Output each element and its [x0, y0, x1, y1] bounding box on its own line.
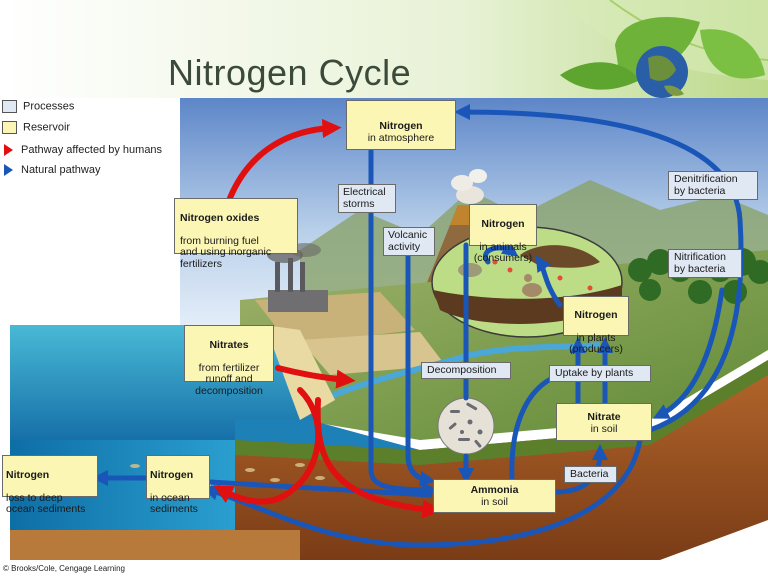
page-title: Nitrogen Cycle [168, 52, 412, 93]
reservoir-deep-ocean-loss: Nitrogen loss to deep ocean sediments [2, 455, 98, 515]
natural-pathways [91, 104, 744, 548]
nitrogen-oxides-sub: from burning fuel and using inorganic fe… [180, 234, 272, 270]
reservoir-nitrates-fertilizer: Nitrates from fertilizer runoff and deco… [184, 325, 274, 396]
process-bacteria: Bacteria [564, 466, 617, 483]
legend-reservoir: Reservoir [2, 121, 70, 134]
reservoir-nitrogen-oxides: Nitrogen oxides from burning fuel and us… [174, 198, 298, 269]
legend-processes-label: Processes [23, 100, 75, 113]
plants-title: Nitrogen [574, 308, 618, 321]
legend-reservoir-label: Reservoir [23, 121, 71, 134]
deep-loss-title: Nitrogen [6, 468, 50, 481]
red-triangle-icon [4, 144, 13, 157]
reservoir-atmosphere: Nitrogen in atmosphere [346, 100, 456, 150]
legend-natural: Natural pathway [2, 164, 101, 177]
leaf-globe-logo [560, 16, 765, 98]
reservoir-nitrate-soil: Nitrate in soil [556, 403, 652, 441]
deep-loss-sub: loss to deep ocean sediments [6, 491, 86, 515]
animals-title: Nitrogen [481, 217, 525, 230]
ocean-floor [10, 530, 300, 560]
legend-human-label: Pathway affected by humans [21, 144, 163, 156]
nitrogen-oxides-title: Nitrogen oxides [180, 211, 260, 224]
blue-triangle-icon [4, 164, 13, 177]
nitrates-fertilizer-title: Nitrates [209, 338, 249, 351]
reservoir-ammonia-soil: Ammonia in soil [433, 479, 556, 513]
process-volcanic-activity: Volcanic activity [383, 227, 435, 256]
bacteria-microscope-view [437, 397, 495, 455]
ocean-sediments-sub: in ocean sediments [150, 491, 198, 515]
legend-human: Pathway affected by humans [2, 144, 163, 157]
process-denitrification: Denitrification by bacteria [668, 171, 758, 200]
legend-natural-label: Natural pathway [21, 164, 101, 176]
reservoir-plants: Nitrogen in plants (producers) [563, 296, 629, 355]
nitrate-title: Nitrate [587, 411, 621, 423]
reservoir-ocean-sediments: Nitrogen in ocean sediments [146, 455, 210, 515]
process-decomposition: Decomposition [421, 362, 511, 379]
reservoir-animals: Nitrogen in animals (consumers) [469, 204, 537, 264]
process-uptake-by-plants: Uptake by plants [549, 365, 651, 382]
animals-sub: in animals (consumers) [473, 240, 533, 264]
process-nitrification: Nitrification by bacteria [668, 249, 742, 278]
atmosphere-title: Nitrogen [379, 120, 423, 132]
ocean-sediments-title: Nitrogen [150, 468, 194, 481]
nitrates-fertilizer-sub: from fertilizer runoff and decomposition [195, 361, 263, 397]
atmosphere-sub: in atmosphere [367, 131, 435, 144]
nitrate-sub: in soil [590, 422, 618, 435]
ammonia-sub: in soil [481, 495, 508, 508]
reservoir-swatch-icon [2, 121, 17, 134]
credit-line: © Brooks/Cole, Cengage Learning [3, 564, 125, 573]
soil-cross-section [235, 360, 768, 560]
human-pathways [213, 118, 442, 519]
ammonia-title: Ammonia [470, 484, 519, 496]
plants-sub: in plants (producers) [569, 331, 623, 355]
legend-processes: Processes [2, 100, 74, 113]
process-swatch-icon [2, 100, 17, 113]
process-electrical-storms: Electrical storms [338, 184, 396, 213]
